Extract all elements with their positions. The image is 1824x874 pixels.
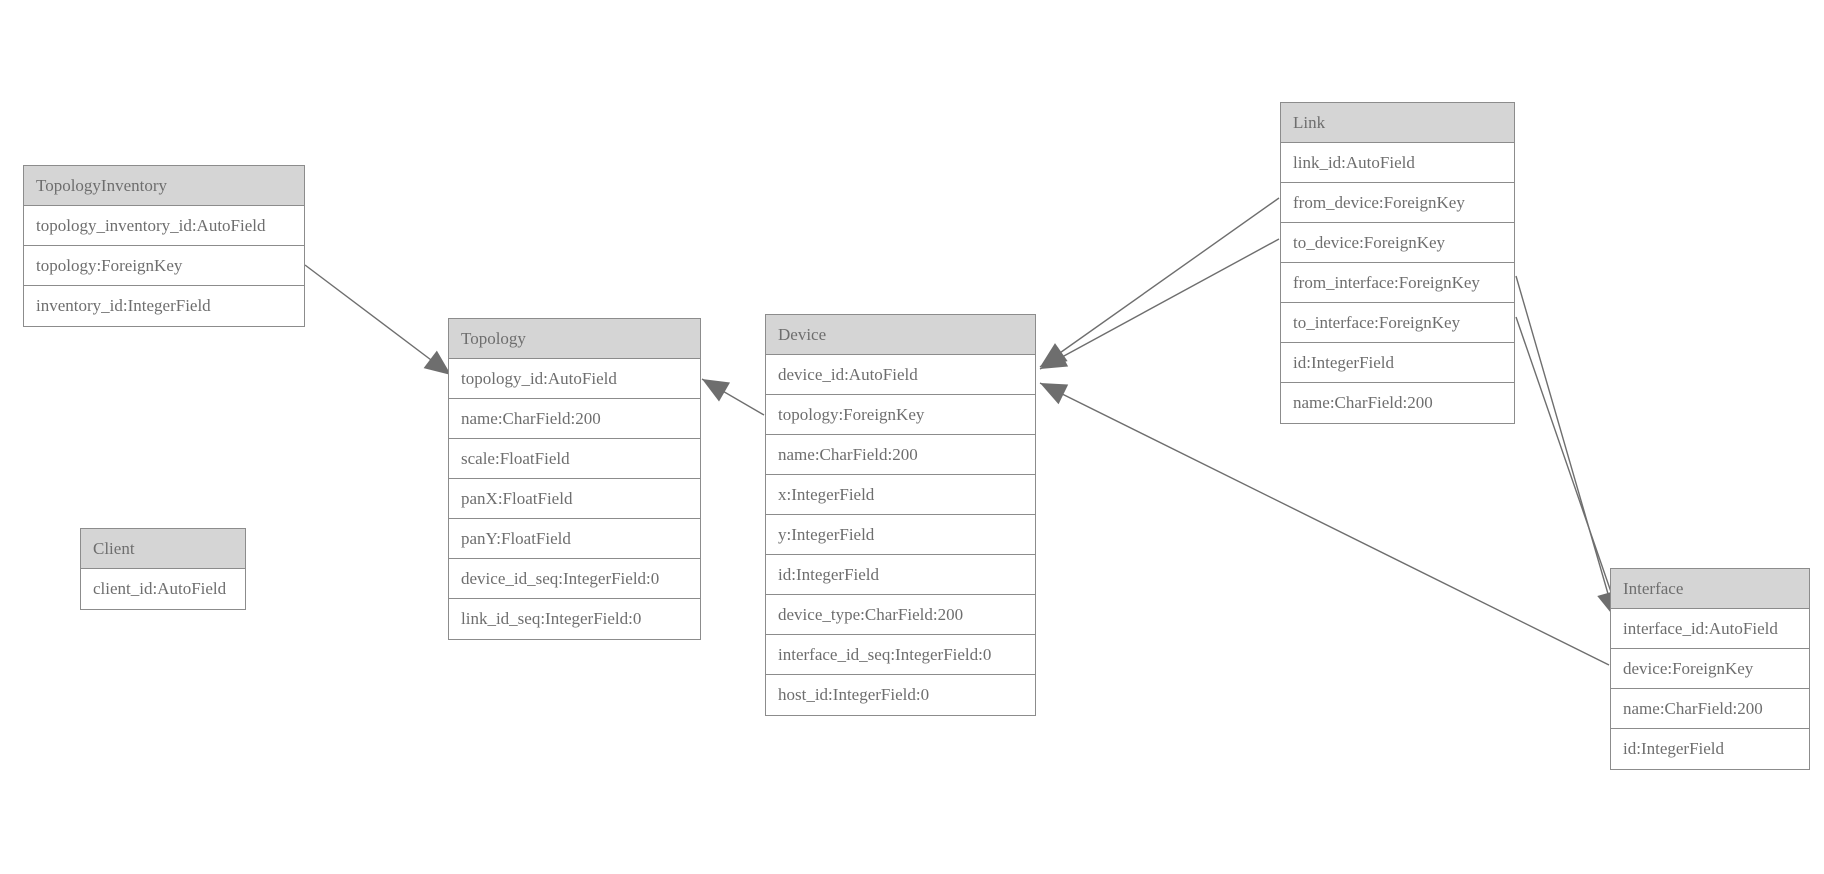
entity-field-row[interactable]: topology_id:AutoField <box>449 359 700 399</box>
entity-title-client: Client <box>81 529 245 569</box>
entity-field-row[interactable]: topology_inventory_id:AutoField <box>24 206 304 246</box>
entity-field-row[interactable]: to_interface:ForeignKey <box>1281 303 1514 343</box>
entity-title-interface: Interface <box>1611 569 1809 609</box>
entity-field-row[interactable]: device_id:AutoField <box>766 355 1035 395</box>
entity-field-row[interactable]: link_id_seq:IntegerField:0 <box>449 599 700 639</box>
entity-field-row[interactable]: client_id:AutoField <box>81 569 245 609</box>
entity-field-row[interactable]: from_interface:ForeignKey <box>1281 263 1514 303</box>
entity-field-row[interactable]: topology:ForeignKey <box>24 246 304 286</box>
entity-title-link: Link <box>1281 103 1514 143</box>
entity-field-row[interactable]: panY:FloatField <box>449 519 700 559</box>
entity-field-row[interactable]: interface_id:AutoField <box>1611 609 1809 649</box>
edge-rel-link-from-device <box>1039 197 1280 368</box>
edge-rel-device-topology <box>701 378 765 416</box>
entity-field-row[interactable]: device_id_seq:IntegerField:0 <box>449 559 700 599</box>
entity-field-row[interactable]: x:IntegerField <box>766 475 1035 515</box>
entity-field-row[interactable]: topology:ForeignKey <box>766 395 1035 435</box>
entity-field-row[interactable]: name:CharField:200 <box>449 399 700 439</box>
entity-field-row[interactable]: name:CharField:200 <box>1611 689 1809 729</box>
entity-field-row[interactable]: from_device:ForeignKey <box>1281 183 1514 223</box>
edge-rel-interface-device <box>1039 382 1610 666</box>
entity-field-row[interactable]: host_id:IntegerField:0 <box>766 675 1035 715</box>
arrowhead-rel-device-topology <box>702 379 731 402</box>
entity-field-row[interactable]: panX:FloatField <box>449 479 700 519</box>
entity-field-row[interactable]: link_id:AutoField <box>1281 143 1514 183</box>
entity-title-topology: Topology <box>449 319 700 359</box>
entity-field-row[interactable]: name:CharField:200 <box>766 435 1035 475</box>
entity-field-row[interactable]: name:CharField:200 <box>1281 383 1514 423</box>
edge-rel-link-to-interface <box>1515 316 1621 619</box>
entity-field-row[interactable]: id:IntegerField <box>1281 343 1514 383</box>
edge-rel-link-to-device <box>1039 238 1280 370</box>
arrowhead-rel-link-from-device <box>1040 343 1068 367</box>
entity-title-device: Device <box>766 315 1035 355</box>
entity-title-topology_inventory: TopologyInventory <box>24 166 304 206</box>
entity-field-row[interactable]: interface_id_seq:IntegerField:0 <box>766 635 1035 675</box>
entity-field-row[interactable]: inventory_id:IntegerField <box>24 286 304 326</box>
entity-field-row[interactable]: id:IntegerField <box>766 555 1035 595</box>
arrowhead-rel-interface-device <box>1040 383 1069 405</box>
edge-rel-topologyinventory-topology <box>304 264 452 376</box>
entity-field-row[interactable]: to_device:ForeignKey <box>1281 223 1514 263</box>
edge-rel-link-from-interface <box>1515 275 1616 619</box>
entity-field-row[interactable]: device_type:CharField:200 <box>766 595 1035 635</box>
entity-field-row[interactable]: device:ForeignKey <box>1611 649 1809 689</box>
entity-field-row[interactable]: id:IntegerField <box>1611 729 1809 769</box>
entity-field-row[interactable]: scale:FloatField <box>449 439 700 479</box>
arrowhead-rel-link-to-device <box>1040 347 1069 369</box>
entity-field-row[interactable]: y:IntegerField <box>766 515 1035 555</box>
